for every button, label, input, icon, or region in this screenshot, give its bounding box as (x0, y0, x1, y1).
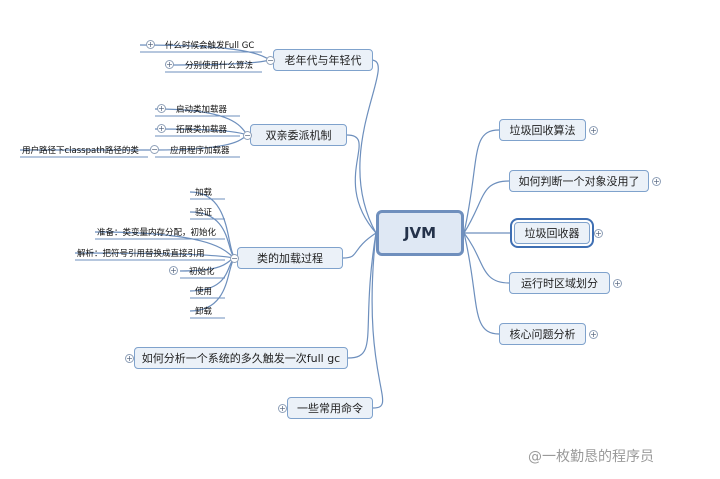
leaf-label: 准备：类变量内存分配，初始化 (97, 227, 217, 238)
leaf-label: 启动类加载器 (176, 104, 228, 115)
branch-label: 老年代与年轻代 (284, 54, 362, 67)
connector (346, 134, 377, 234)
collapse-toggle[interactable]: − (266, 56, 275, 65)
watermark: @一枚勤恳的程序员 (528, 449, 654, 465)
leaf-label: 用户路径下classpath路径的类 (22, 145, 139, 156)
expand-toggle[interactable]: + (169, 266, 178, 275)
root-label: JVM (403, 224, 437, 242)
branch-class-loading-process[interactable]: 类的加载过程 (237, 247, 343, 269)
leaf-application-loader[interactable]: 应用程序加载器 (170, 143, 230, 156)
leaf-classpath-note[interactable]: 用户路径下classpath路径的类 (22, 143, 139, 156)
leaf-extension-loader[interactable]: 拓展类加载器 (176, 122, 227, 135)
branch-label: 一些常用命令 (297, 402, 363, 415)
expand-toggle[interactable]: + (613, 279, 622, 288)
connector (463, 129, 500, 234)
expand-toggle[interactable]: + (125, 354, 134, 363)
leaf-loading[interactable]: 加载 (195, 185, 212, 198)
leaf-preparation[interactable]: 准备：类变量内存分配，初始化 (97, 225, 216, 238)
connector (463, 232, 510, 284)
expand-toggle[interactable]: + (278, 404, 287, 413)
branch-full-gc-analysis[interactable]: 如何分析一个系统的多久触发一次full gc (134, 347, 348, 369)
branch-label: 如何判断一个对象没用了 (518, 175, 640, 188)
branch-core-issues[interactable]: 核心问题分析 (499, 323, 586, 345)
branch-label: 垃圾回收器 (524, 227, 580, 240)
connector (463, 180, 510, 234)
expand-toggle[interactable]: + (589, 126, 598, 135)
connector (342, 232, 377, 259)
leaf-label: 什么时候会触发Full GC (165, 40, 255, 51)
leaf-algorithms-used[interactable]: 分别使用什么算法 (185, 58, 253, 71)
leaf-label: 卸载 (195, 306, 213, 317)
leaf-label: 验证 (195, 207, 213, 218)
leaf-label: 加载 (195, 187, 213, 198)
expand-toggle[interactable]: + (589, 330, 598, 339)
branch-object-liveness[interactable]: 如何判断一个对象没用了 (509, 170, 649, 192)
branch-old-young-generation[interactable]: 老年代与年轻代 (273, 49, 373, 71)
branch-label: 运行时区域划分 (521, 277, 598, 290)
expand-toggle[interactable]: + (157, 124, 166, 133)
branch-label: 核心问题分析 (509, 328, 576, 341)
collapse-toggle[interactable]: − (230, 254, 239, 263)
leaf-usage[interactable]: 使用 (195, 284, 212, 297)
connector (371, 232, 384, 409)
branch-label: 双亲委派机制 (265, 129, 332, 142)
expand-toggle[interactable]: + (165, 60, 174, 69)
branch-gc-algorithms[interactable]: 垃圾回收算法 (499, 119, 586, 141)
branch-parent-delegation[interactable]: 双亲委派机制 (250, 124, 347, 146)
branch-runtime-areas[interactable]: 运行时区域划分 (509, 272, 610, 294)
leaf-label: 使用 (195, 286, 213, 297)
leaf-label: 拓展类加载器 (176, 124, 228, 135)
expand-toggle[interactable]: + (652, 177, 661, 186)
branch-label: 类的加载过程 (257, 252, 323, 265)
leaf-full-gc-trigger[interactable]: 什么时候会触发Full GC (165, 38, 254, 51)
leaf-label: 解析：把符号引用替换成直接引用 (77, 248, 205, 259)
branch-label: 垃圾回收算法 (509, 124, 576, 137)
branch-common-commands[interactable]: 一些常用命令 (287, 397, 373, 419)
expand-toggle[interactable]: + (146, 40, 155, 49)
leaf-label: 应用程序加载器 (170, 145, 230, 156)
connector (463, 232, 500, 335)
root-node-jvm[interactable]: JVM (376, 210, 464, 256)
leaf-resolution[interactable]: 解析：把符号引用替换成直接引用 (77, 246, 205, 259)
leaf-initialization[interactable]: 初始化 (189, 264, 215, 277)
branch-garbage-collectors[interactable]: 垃圾回收器 (510, 218, 594, 248)
expand-toggle[interactable]: + (594, 229, 603, 238)
connector (359, 59, 379, 234)
expand-toggle[interactable]: + (157, 104, 166, 113)
leaf-bootstrap-loader[interactable]: 启动类加载器 (176, 102, 227, 115)
collapse-toggle[interactable]: − (150, 145, 159, 154)
collapse-toggle[interactable]: − (243, 131, 252, 140)
connector (347, 232, 377, 359)
leaf-unloading[interactable]: 卸载 (195, 304, 212, 317)
leaf-label: 分别使用什么算法 (185, 60, 254, 71)
leaf-label: 初始化 (189, 266, 215, 277)
leaf-verification[interactable]: 验证 (195, 205, 212, 218)
branch-label: 如何分析一个系统的多久触发一次full gc (141, 352, 341, 365)
